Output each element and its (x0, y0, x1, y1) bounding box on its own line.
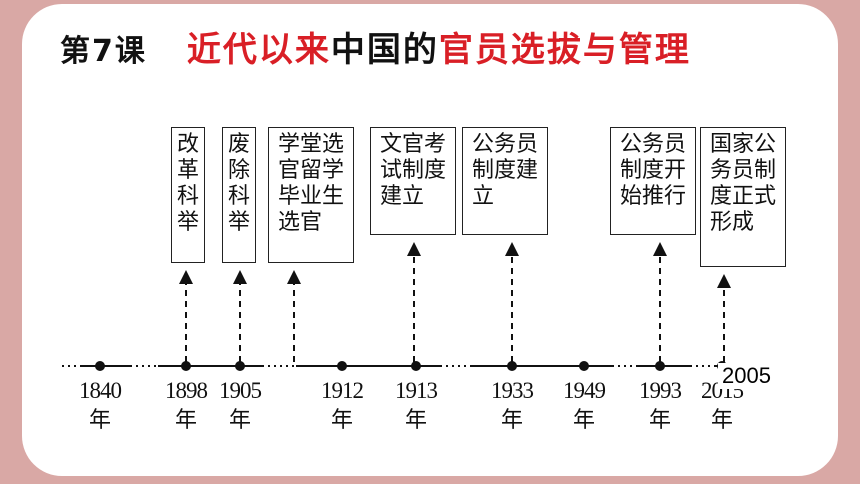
event-text-line: 建立 (379, 184, 424, 209)
year-unit: 年 (228, 408, 251, 433)
year-number: 1905 (219, 378, 262, 403)
event-box-1913: 文官考试制度建立 (370, 127, 456, 235)
event-box-1905: 废除科举 (222, 127, 256, 263)
event-text-line: 制度建 (471, 158, 538, 183)
title-part-1: 近代以来 (186, 30, 331, 70)
event-text: 文官考试制度建立 (380, 132, 446, 210)
event-text-line: 制度开 (619, 158, 686, 183)
year-label-1913: 1913 年 (386, 376, 446, 436)
event-text: 学堂选官留学毕业生选官 (278, 132, 344, 236)
event-box-2005: 国家公务员制度正式形成 (700, 127, 786, 267)
event-text-line: 举 (227, 210, 250, 235)
year-number: 1933 (491, 378, 534, 403)
timeline-node (181, 361, 191, 371)
year-unit: 年 (500, 408, 523, 433)
year-number: 1949 (563, 378, 606, 403)
year-unit: 年 (572, 408, 595, 433)
event-box-1898: 改革科举 (171, 127, 205, 263)
lesson-number: 第7课 (60, 34, 147, 69)
event-text-line: 举 (176, 210, 199, 235)
event-text-line: 官留学 (277, 158, 344, 183)
event-text-line: 学堂选 (277, 132, 344, 157)
year-label-1993: 1993 年 (630, 376, 690, 436)
year-number: 1898 (165, 378, 208, 403)
year-label-1840: 1840 年 (70, 376, 130, 436)
event-text-line: 公务员 (471, 132, 538, 157)
year-number: 1840 (79, 378, 122, 403)
event-text: 公务员制度建立 (472, 132, 538, 210)
year-unit: 年 (710, 408, 733, 433)
year-label-1912: 1912 年 (312, 376, 372, 436)
event-text-line: 革 (176, 158, 199, 183)
timeline-node (95, 361, 105, 371)
year-number: 1993 (639, 378, 682, 403)
year-label-1933: 1933 年 (482, 376, 542, 436)
timeline-node (235, 361, 245, 371)
event-text-line: 文官考 (379, 132, 446, 157)
timeline-axis (62, 361, 740, 371)
year-unit: 年 (174, 408, 197, 433)
event-text-line: 形成 (709, 210, 754, 235)
year-label-1949: 1949 年 (554, 376, 614, 436)
year-unit: 年 (88, 408, 111, 433)
event-box-1933: 公务员制度建立 (462, 127, 548, 235)
year-unit: 年 (404, 408, 427, 433)
timeline-node (411, 361, 421, 371)
timeline-node (579, 361, 589, 371)
event-text-line: 除 (227, 158, 250, 183)
event-text: 改革科举 (177, 132, 199, 236)
event-text-line: 试制度 (379, 158, 446, 183)
event-text: 废除科举 (228, 132, 250, 236)
timeline-node (337, 361, 347, 371)
timeline-node (507, 361, 517, 371)
event-text-line: 公务员 (619, 132, 686, 157)
event-text: 国家公务员制度正式形成 (710, 132, 776, 236)
event-text-line: 立 (471, 184, 494, 209)
year-unit: 年 (330, 408, 353, 433)
year-number: 1913 (395, 378, 438, 403)
event-text-line: 毕业生 (277, 184, 344, 209)
year-label-1898: 1898 年 (156, 376, 216, 436)
event-text-line: 废 (227, 132, 250, 157)
event-box-1912: 学堂选官留学毕业生选官 (268, 127, 354, 263)
event-text: 公务员制度开始推行 (620, 132, 686, 210)
event-text-line: 度正式 (709, 184, 776, 209)
timeline-arrows (179, 242, 731, 362)
event-text-line: 改 (176, 132, 199, 157)
event-text-line: 国家公 (709, 132, 776, 157)
year-unit: 年 (648, 408, 671, 433)
event-text-line: 始推行 (619, 184, 686, 209)
event-text-line: 选官 (277, 210, 322, 235)
year-number: 1912 (321, 378, 364, 403)
event-text-line: 科 (227, 184, 250, 209)
timeline-node (655, 361, 665, 371)
event-text-line: 务员制 (709, 158, 776, 183)
year-label-1905: 1905 年 (210, 376, 270, 436)
event-box-1993: 公务员制度开始推行 (610, 127, 696, 235)
title-part-2: 中国的 (330, 30, 439, 70)
title-part-3: 官员选拔与管理 (438, 30, 691, 70)
overlay-year-label: 2005 (718, 363, 775, 389)
event-text-line: 科 (176, 184, 199, 209)
page-title: 第7课 近代以来中国的官员选拔与管理 (60, 22, 691, 71)
